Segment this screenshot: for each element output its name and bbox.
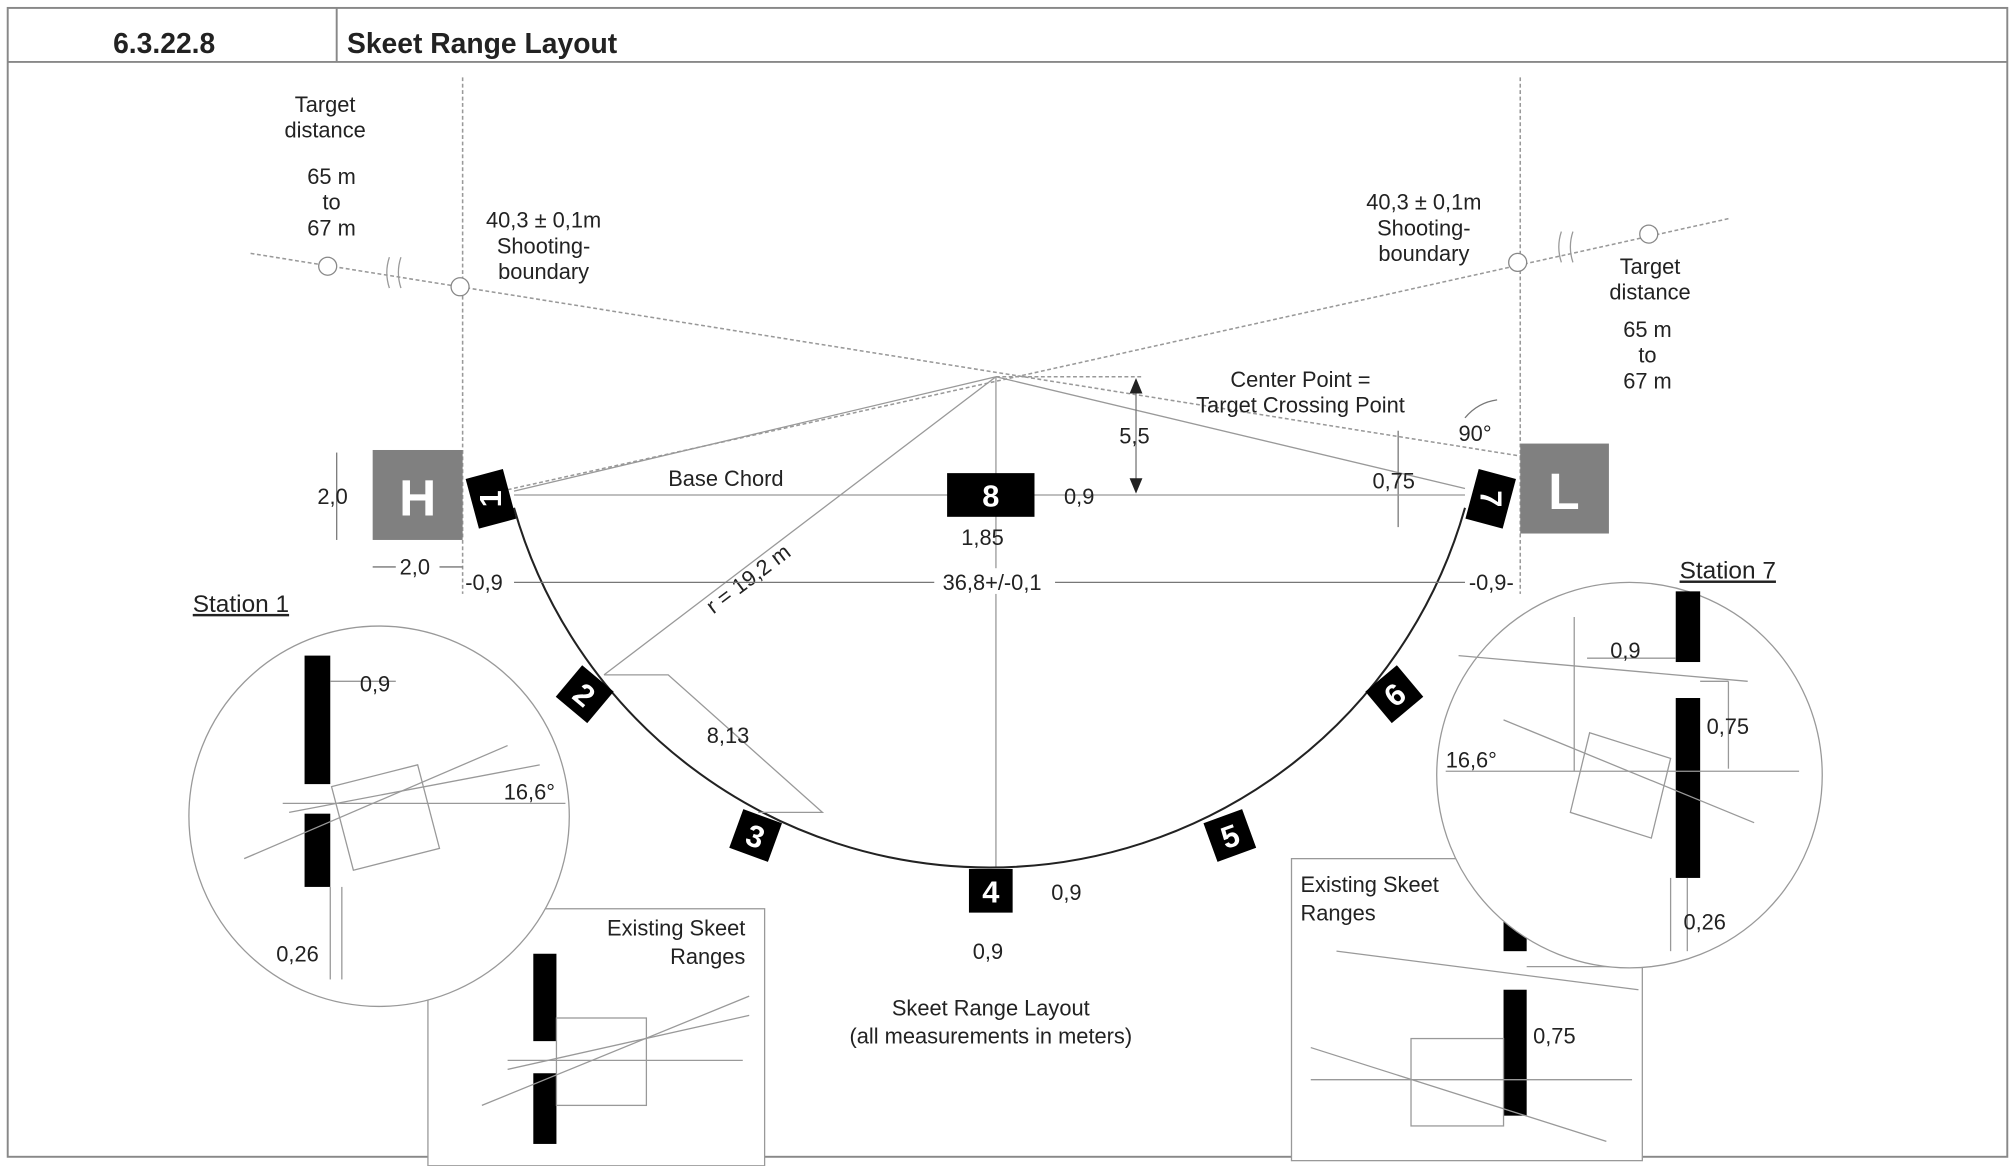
station-1: 1	[465, 469, 517, 529]
page-frame	[6, 6, 2009, 1158]
chord-8-13-label: 8,13	[707, 723, 749, 748]
station-4: 4	[968, 868, 1013, 913]
low-house-label: L	[1548, 462, 1579, 520]
svg-text:Station 7: Station 7	[1680, 558, 1776, 585]
radius-line	[603, 376, 997, 676]
offset-left-label: -0,9	[465, 570, 503, 595]
height-0-75-label: 0,75	[1372, 469, 1414, 494]
station-2: 2	[555, 665, 614, 724]
center-point-label: Center Point = Target Crossing Point	[1196, 367, 1405, 418]
station-7: 7	[1465, 469, 1516, 529]
house-width-label: 2,0	[400, 555, 430, 580]
high-house	[372, 449, 463, 540]
target-marker-left	[318, 256, 338, 276]
house-height-label: 2,0	[317, 484, 347, 509]
boundary-marker-right	[1508, 252, 1528, 273]
svg-text:to: to	[322, 190, 340, 215]
chord-8-13-line	[603, 674, 825, 814]
station7-sightline	[995, 376, 1466, 490]
station4-width-label: 0,9	[973, 939, 1003, 964]
svg-text:67 m: 67 m	[1623, 368, 1672, 393]
svg-text:0,26: 0,26	[276, 941, 318, 966]
svg-text:16,6°: 16,6°	[1446, 747, 1497, 772]
svg-text:4: 4	[982, 874, 999, 909]
station1-detail: Station 1 0,9 16,6° 0,26	[188, 591, 570, 1008]
svg-text:Ranges: Ranges	[670, 944, 745, 969]
svg-text:65 m: 65 m	[307, 164, 356, 189]
station1-sightline	[513, 376, 997, 492]
svg-text:Station 1: Station 1	[193, 591, 289, 618]
svg-text:0,9: 0,9	[360, 672, 390, 697]
width-label: 36,8+/-0,1	[943, 570, 1042, 595]
section-number: 6.3.22.8	[113, 27, 215, 59]
svg-text:Shooting-: Shooting-	[497, 233, 590, 258]
svg-text:8: 8	[982, 479, 999, 514]
base-chord-label: Base Chord	[668, 466, 783, 491]
station7-detail: Station 7 0,9 0,75 16,6° 0,26	[1436, 558, 1823, 969]
station-8: 8	[947, 473, 1035, 517]
svg-text:Center Point =: Center Point =	[1230, 367, 1370, 392]
svg-text:Existing Skeet: Existing Skeet	[1300, 872, 1438, 897]
svg-text:Shooting-: Shooting-	[1377, 215, 1470, 240]
high-house-label: H	[399, 469, 436, 527]
svg-text:0,75: 0,75	[1707, 714, 1749, 739]
svg-text:distance: distance	[284, 118, 365, 143]
boundary-marker-left	[450, 277, 470, 297]
svg-text:Existing Skeet: Existing Skeet	[607, 916, 745, 941]
radius-label: r = 19,2 m	[701, 539, 795, 618]
station-arc	[513, 507, 1466, 869]
svg-text:65 m: 65 m	[1623, 317, 1672, 342]
left-shooting-line	[250, 252, 1523, 458]
svg-text:Target Crossing Point: Target Crossing Point	[1196, 393, 1405, 418]
svg-text:40,3 ± 0,1m: 40,3 ± 0,1m	[486, 208, 601, 233]
target-marker-right	[1639, 224, 1659, 244]
angle-90-label: 90°	[1459, 421, 1492, 446]
station8-width-label: 1,85	[961, 525, 1003, 550]
svg-text:Target: Target	[1620, 254, 1681, 279]
break-symbol-right	[1558, 231, 1574, 263]
svg-text:Ranges: Ranges	[1300, 900, 1375, 925]
svg-text:0,26: 0,26	[1683, 909, 1725, 934]
svg-text:67 m: 67 m	[307, 215, 356, 240]
break-symbol-left	[386, 257, 402, 289]
svg-text:0,9: 0,9	[1610, 638, 1640, 663]
svg-text:40,3 ± 0,1m: 40,3 ± 0,1m	[1366, 190, 1481, 215]
svg-text:7: 7	[1473, 490, 1508, 507]
station-5: 5	[1203, 809, 1257, 862]
caption-subtitle: (all measurements in meters)	[849, 1024, 1132, 1049]
caption-title: Skeet Range Layout	[892, 995, 1090, 1020]
svg-text:0,75: 0,75	[1533, 1024, 1575, 1049]
svg-text:boundary: boundary	[498, 259, 589, 284]
svg-text:16,6°: 16,6°	[504, 780, 555, 805]
station-3: 3	[729, 809, 782, 862]
page-title: Skeet Range Layout	[347, 27, 618, 59]
low-house	[1520, 443, 1609, 534]
boundary-label-right: 40,3 ± 0,1m Shooting- boundary	[1366, 190, 1481, 266]
height-5-5-label: 5,5	[1119, 424, 1149, 449]
boundary-label-left: 40,3 ± 0,1m Shooting- boundary	[486, 208, 601, 284]
width-label-bg	[934, 568, 1056, 594]
svg-text:to: to	[1638, 343, 1656, 368]
station-6: 6	[1365, 665, 1424, 724]
target-distance-right: Target distance 65 m to 67 m	[1609, 254, 1690, 393]
station4-height-label: 0,9	[1051, 880, 1081, 905]
target-distance-left: Target distance 65 m to 67 m	[284, 92, 365, 240]
svg-text:Target: Target	[295, 92, 356, 117]
angle-arrow	[1464, 399, 1498, 419]
station8-height-label: 0,9	[1064, 484, 1094, 509]
svg-text:1: 1	[473, 490, 508, 507]
svg-text:boundary: boundary	[1378, 241, 1469, 266]
offset-right-label: -0,9-	[1469, 570, 1514, 595]
svg-text:distance: distance	[1609, 280, 1690, 305]
